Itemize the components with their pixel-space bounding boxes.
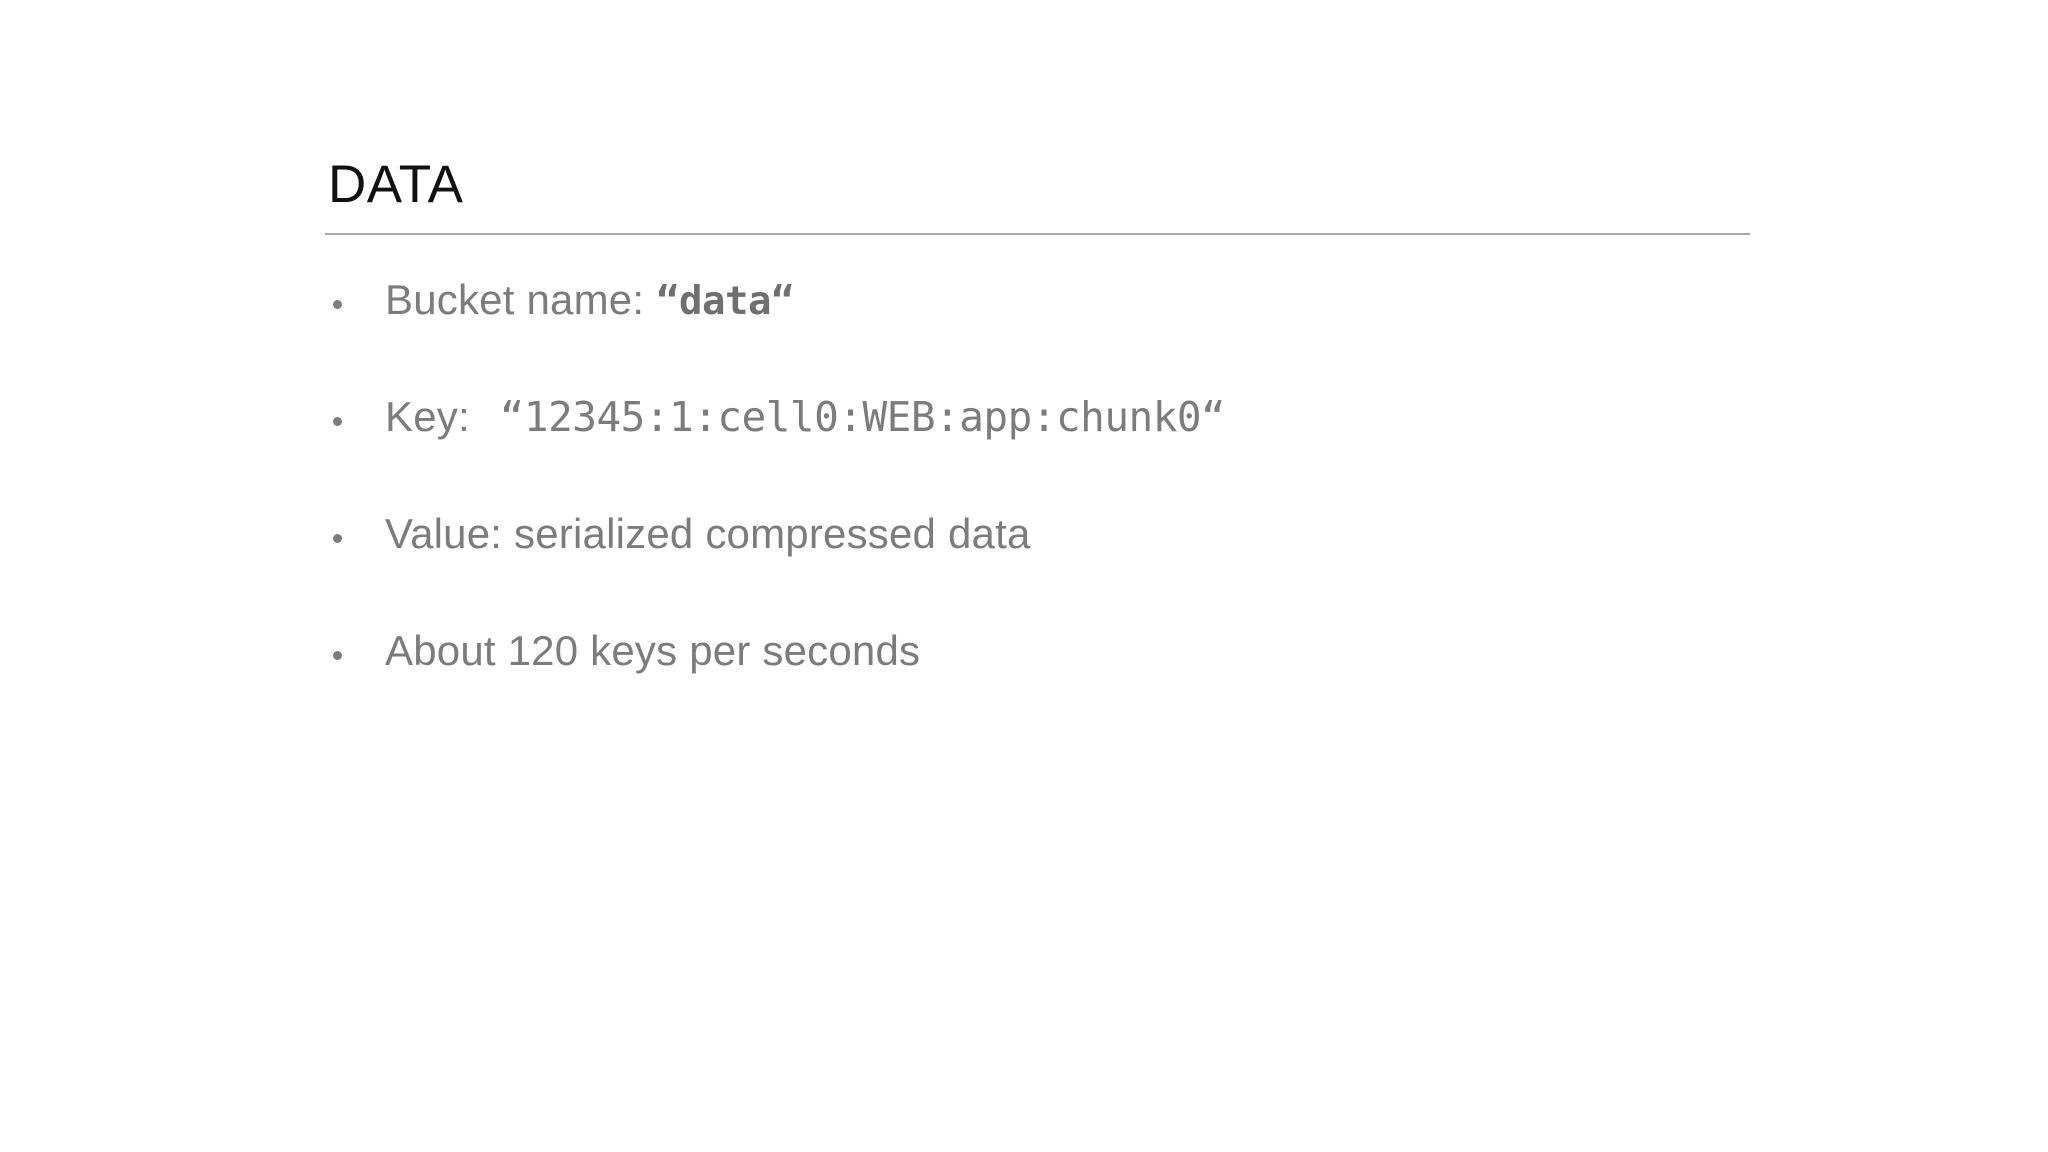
page-title: DATA (328, 154, 464, 214)
bullet-dot-icon (333, 534, 342, 543)
list-item-label: About 120 keys per seconds (385, 627, 921, 674)
list-item: Key: “12345:1:cell0:WEB:app:chunk0“ (325, 389, 1925, 506)
list-item: Value: serialized compressed data (325, 506, 1925, 623)
list-item: About 120 keys per seconds (325, 623, 1925, 733)
list-item-text: About 120 keys per seconds (385, 623, 920, 679)
list-item-label: Bucket name: (385, 276, 657, 323)
list-item-text: Bucket name: “data“ (385, 272, 794, 330)
list-item-text: Value: serialized compressed data (385, 506, 1031, 562)
bullet-dot-icon (333, 300, 342, 309)
title-divider (325, 233, 1750, 235)
bullet-list: Bucket name: “data“ Key: “12345:1:cell0:… (325, 272, 1925, 733)
list-item-text: Key: “12345:1:cell0:WEB:app:chunk0“ (385, 389, 1226, 445)
list-item-label: Value: serialized compressed data (385, 510, 1031, 557)
bullet-dot-icon (333, 651, 342, 660)
list-item: Bucket name: “data“ (325, 272, 1925, 389)
list-item-code: “data“ (656, 279, 794, 324)
list-item-label: Key: (385, 393, 482, 440)
bullet-dot-icon (333, 417, 342, 426)
list-item-code: “12345:1:cell0:WEB:app:chunk0“ (499, 393, 1226, 441)
